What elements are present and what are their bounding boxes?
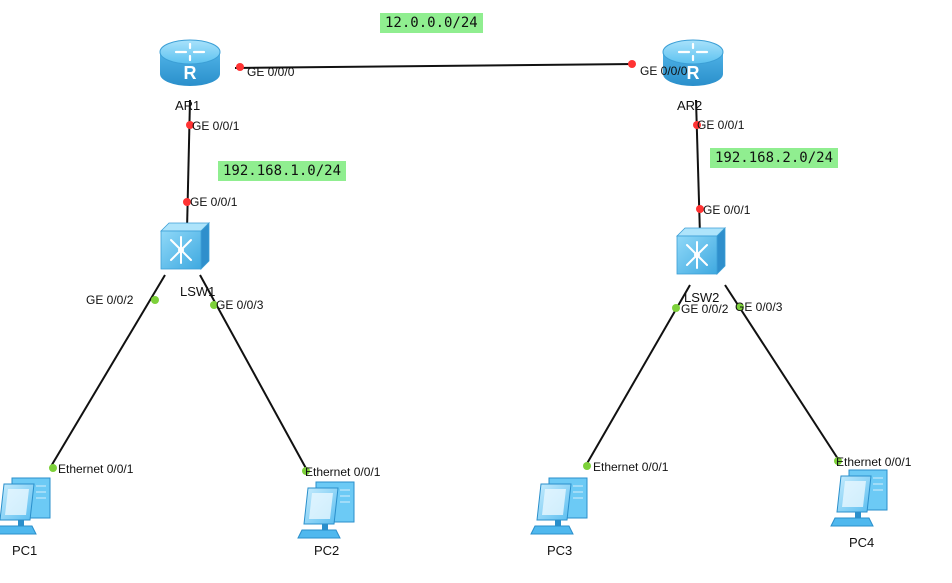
- device-label-pc4: PC4: [849, 535, 875, 550]
- link-lsw1-pc2: [199, 274, 309, 473]
- port-dot-ar1-g000: [236, 63, 244, 71]
- port-dot-ar2-g000: [628, 60, 636, 68]
- pc-icon-pc4[interactable]: [830, 469, 888, 527]
- port-dot-pc1-eth: [49, 464, 57, 472]
- device-label-lsw1: LSW1: [180, 284, 216, 299]
- port-label-ar2-g001: GE 0/0/1: [697, 118, 745, 132]
- port-label-pc1-eth: Ethernet 0/0/1: [58, 462, 134, 476]
- port-dot-lsw2-g001: [696, 205, 704, 213]
- port-label-ar2-g000: GE 0/0/0: [640, 64, 688, 78]
- port-label-lsw1-g001: GE 0/0/1: [190, 195, 238, 209]
- port-dots: [49, 60, 842, 475]
- port-dot-lsw1-g001: [183, 198, 191, 206]
- port-label-lsw1-g002: GE 0/0/2: [86, 293, 134, 307]
- device-label-lsw2: LSW2: [684, 290, 720, 305]
- switch-icon-lsw2[interactable]: [676, 227, 726, 275]
- link-lsw2-pc4: [724, 284, 841, 463]
- network-label-wan: 12.0.0.0/24: [380, 13, 483, 33]
- link-lsw2-pc3: [584, 284, 691, 468]
- port-label-lsw1-g003: GE 0/0/3: [216, 298, 264, 312]
- port-label-ar1-g000: GE 0/0/0: [247, 65, 295, 79]
- pc-icon-pc2[interactable]: [297, 481, 355, 539]
- port-label-lsw2-g003: GE 0/0/3: [735, 300, 783, 314]
- device-label-ar1: AR1: [175, 98, 201, 113]
- port-label-ar1-g001: GE 0/0/1: [192, 119, 240, 133]
- port-label-pc2-eth: Ethernet 0/0/1: [305, 465, 381, 479]
- device-label-pc1: PC1: [12, 543, 38, 558]
- port-dot-pc3-eth: [583, 462, 591, 470]
- network-label-lan2: 192.168.2.0/24: [710, 148, 839, 168]
- port-dot-pc2-eth: [302, 467, 310, 475]
- link-ar1-lsw1: [186, 99, 191, 231]
- router-icon-ar1[interactable]: [158, 38, 222, 88]
- port-label-lsw2-g002: GE 0/0/2: [681, 302, 729, 316]
- port-dot-lsw2-g002: [672, 304, 680, 312]
- port-dot-ar1-g001: [186, 121, 194, 129]
- pc-icon-pc1[interactable]: [0, 477, 51, 535]
- network-label-lan1: 192.168.1.0/24: [218, 161, 347, 181]
- router-icon-ar2[interactable]: [661, 38, 725, 88]
- port-dot-ar2-g001: [693, 121, 701, 129]
- port-label-pc4-eth: Ethernet 0/0/1: [836, 455, 912, 469]
- device-label-pc3: PC3: [547, 543, 573, 558]
- link-ar1-ar2: [234, 63, 636, 69]
- port-dot-lsw1-g002: [151, 296, 159, 304]
- port-dot-lsw1-g003: [210, 301, 218, 309]
- port-dot-pc4-eth: [834, 457, 842, 465]
- device-label-ar2: AR2: [677, 98, 703, 113]
- pc-icon-pc3[interactable]: [530, 477, 588, 535]
- switch-icon-lsw1[interactable]: [160, 222, 210, 270]
- port-label-pc3-eth: Ethernet 0/0/1: [593, 460, 669, 474]
- port-label-lsw2-g001: GE 0/0/1: [703, 203, 751, 217]
- port-dot-lsw2-g003: [736, 303, 744, 311]
- link-lsw1-pc1: [49, 274, 166, 469]
- device-label-pc2: PC2: [314, 543, 340, 558]
